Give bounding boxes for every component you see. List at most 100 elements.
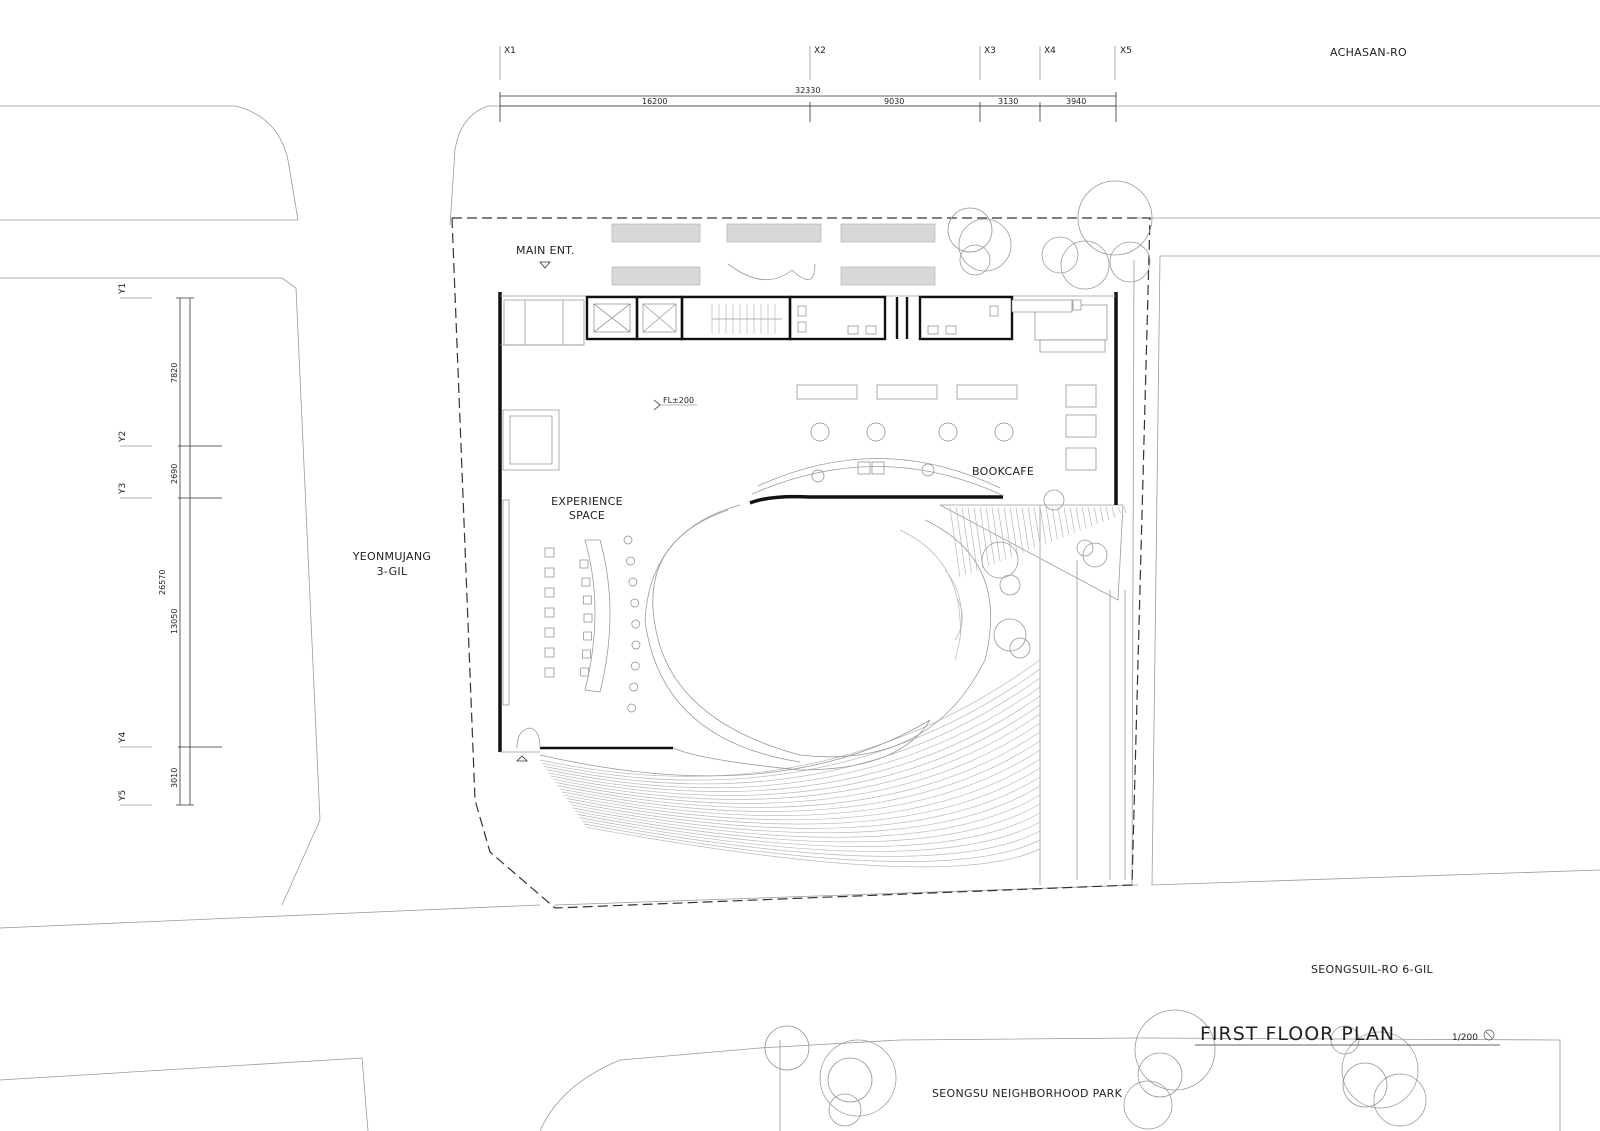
deck-hatch-line: [973, 506, 984, 569]
deck-hatch-line: [1051, 506, 1058, 540]
step-line: [568, 776, 1041, 829]
street-label-west: YEONMUJANG: [352, 550, 431, 563]
deck-hatch-line: [955, 506, 967, 575]
seat: [544, 567, 555, 578]
deck-hatch-line: [1057, 506, 1064, 538]
grid-y-label: Y5: [118, 790, 128, 802]
step-line: [544, 677, 1041, 785]
seat: [544, 587, 555, 598]
deck-hatch-line: [1117, 506, 1121, 514]
step-line: [553, 713, 1041, 800]
grid-x-total: 32330: [795, 86, 820, 95]
deck-hatch-line: [1075, 506, 1081, 531]
grid-y-span: 3010: [170, 768, 179, 788]
stool: [628, 577, 638, 587]
seat: [582, 649, 591, 659]
grid-x-label: X5: [1120, 46, 1132, 56]
grid-y-label: Y4: [118, 732, 128, 744]
grid-x-span: 3130: [998, 97, 1018, 106]
deck-hatch-line: [1081, 506, 1087, 529]
step-line: [555, 722, 1041, 804]
furniture: [502, 384, 1097, 749]
trees: [764, 180, 1427, 1130]
deck-hatch-line: [1111, 506, 1116, 518]
floor-level-label: FL±200: [663, 396, 694, 405]
deck-hatch-line: [1039, 506, 1047, 545]
step-line: [550, 704, 1041, 796]
seat: [583, 595, 592, 605]
grid-y-dimensions: [120, 297, 222, 806]
service-core: [503, 295, 1014, 346]
deck-hatch-line: [1069, 506, 1076, 534]
north-arrow-icon: [1483, 1029, 1495, 1041]
amphitheatre-steps: [539, 659, 1041, 868]
deck-hatch-line: [1045, 506, 1053, 542]
stool: [630, 598, 640, 608]
deck-hatch-line: [967, 506, 978, 571]
grid-x-label: X3: [984, 46, 996, 56]
drawing-scale: 1/200: [1452, 1033, 1478, 1043]
deck-hatch-line: [1027, 506, 1035, 549]
seat: [583, 613, 593, 623]
step-line: [557, 731, 1041, 808]
terrace-deck: [939, 504, 1127, 601]
deck-hatch-line: [1063, 506, 1070, 536]
experience-space-label: EXPERIENCE: [551, 495, 623, 508]
grid-x-span: 9030: [884, 97, 904, 106]
experience-space-label: SPACE: [569, 509, 605, 522]
step-line: [548, 695, 1041, 792]
grid-x-dimensions: [499, 46, 1117, 122]
step-line: [539, 659, 1041, 777]
stool: [623, 535, 633, 545]
seat: [544, 547, 555, 558]
seat: [580, 667, 589, 677]
step-line: [586, 826, 1041, 868]
step-line: [579, 817, 1041, 852]
grid-y-label: Y3: [118, 483, 128, 495]
deck-hatch-line: [949, 506, 961, 578]
grid-x-label: X4: [1044, 46, 1056, 56]
step-line: [572, 794, 1041, 838]
grid-x-label: X2: [814, 46, 826, 56]
deck-hatch-line: [1003, 506, 1012, 558]
seat: [544, 607, 555, 618]
level-marker-icon: [653, 399, 661, 411]
step-line: [546, 686, 1041, 789]
seat: [544, 627, 555, 638]
step-line: [581, 820, 1041, 857]
grid-y-label: Y1: [118, 283, 128, 295]
step-edge: [539, 719, 931, 777]
step-line: [583, 823, 1041, 862]
deck-hatch-line: [1009, 506, 1018, 556]
deck-hatch-line: [1099, 506, 1104, 523]
seat: [583, 631, 592, 641]
stool: [627, 703, 637, 713]
deck-hatch-line: [1105, 506, 1110, 520]
property-line: [451, 217, 1151, 909]
street-context-lines: [0, 105, 1600, 1131]
seat: [581, 577, 591, 587]
seat: [544, 667, 555, 678]
main-entrance-label: MAIN ENT.: [516, 244, 575, 257]
deck-hatch-line: [961, 506, 972, 573]
grid-x-label: X1: [504, 46, 516, 56]
street-label-west: 3-GIL: [377, 565, 408, 578]
seat: [544, 647, 555, 658]
deck-hatch-line: [979, 506, 990, 567]
cafe-counter: [1011, 299, 1108, 353]
deck-hatch-line: [985, 506, 995, 564]
deck-hatch-line: [991, 506, 1001, 562]
deck-hatch-line: [1123, 506, 1127, 514]
grid-x-span: 3940: [1066, 97, 1086, 106]
door-arrow-icon: [516, 755, 528, 762]
step-line: [561, 749, 1041, 816]
stool: [629, 682, 639, 692]
step-line: [570, 785, 1041, 834]
step-line: [577, 812, 1041, 847]
grid-x-span: 16200: [642, 97, 667, 106]
grid-y-span: 13050: [170, 609, 179, 634]
step-line: [575, 803, 1041, 843]
park-label: SEONGSU NEIGHBORHOOD PARK: [932, 1087, 1123, 1100]
deck-hatch-line: [1021, 506, 1030, 551]
